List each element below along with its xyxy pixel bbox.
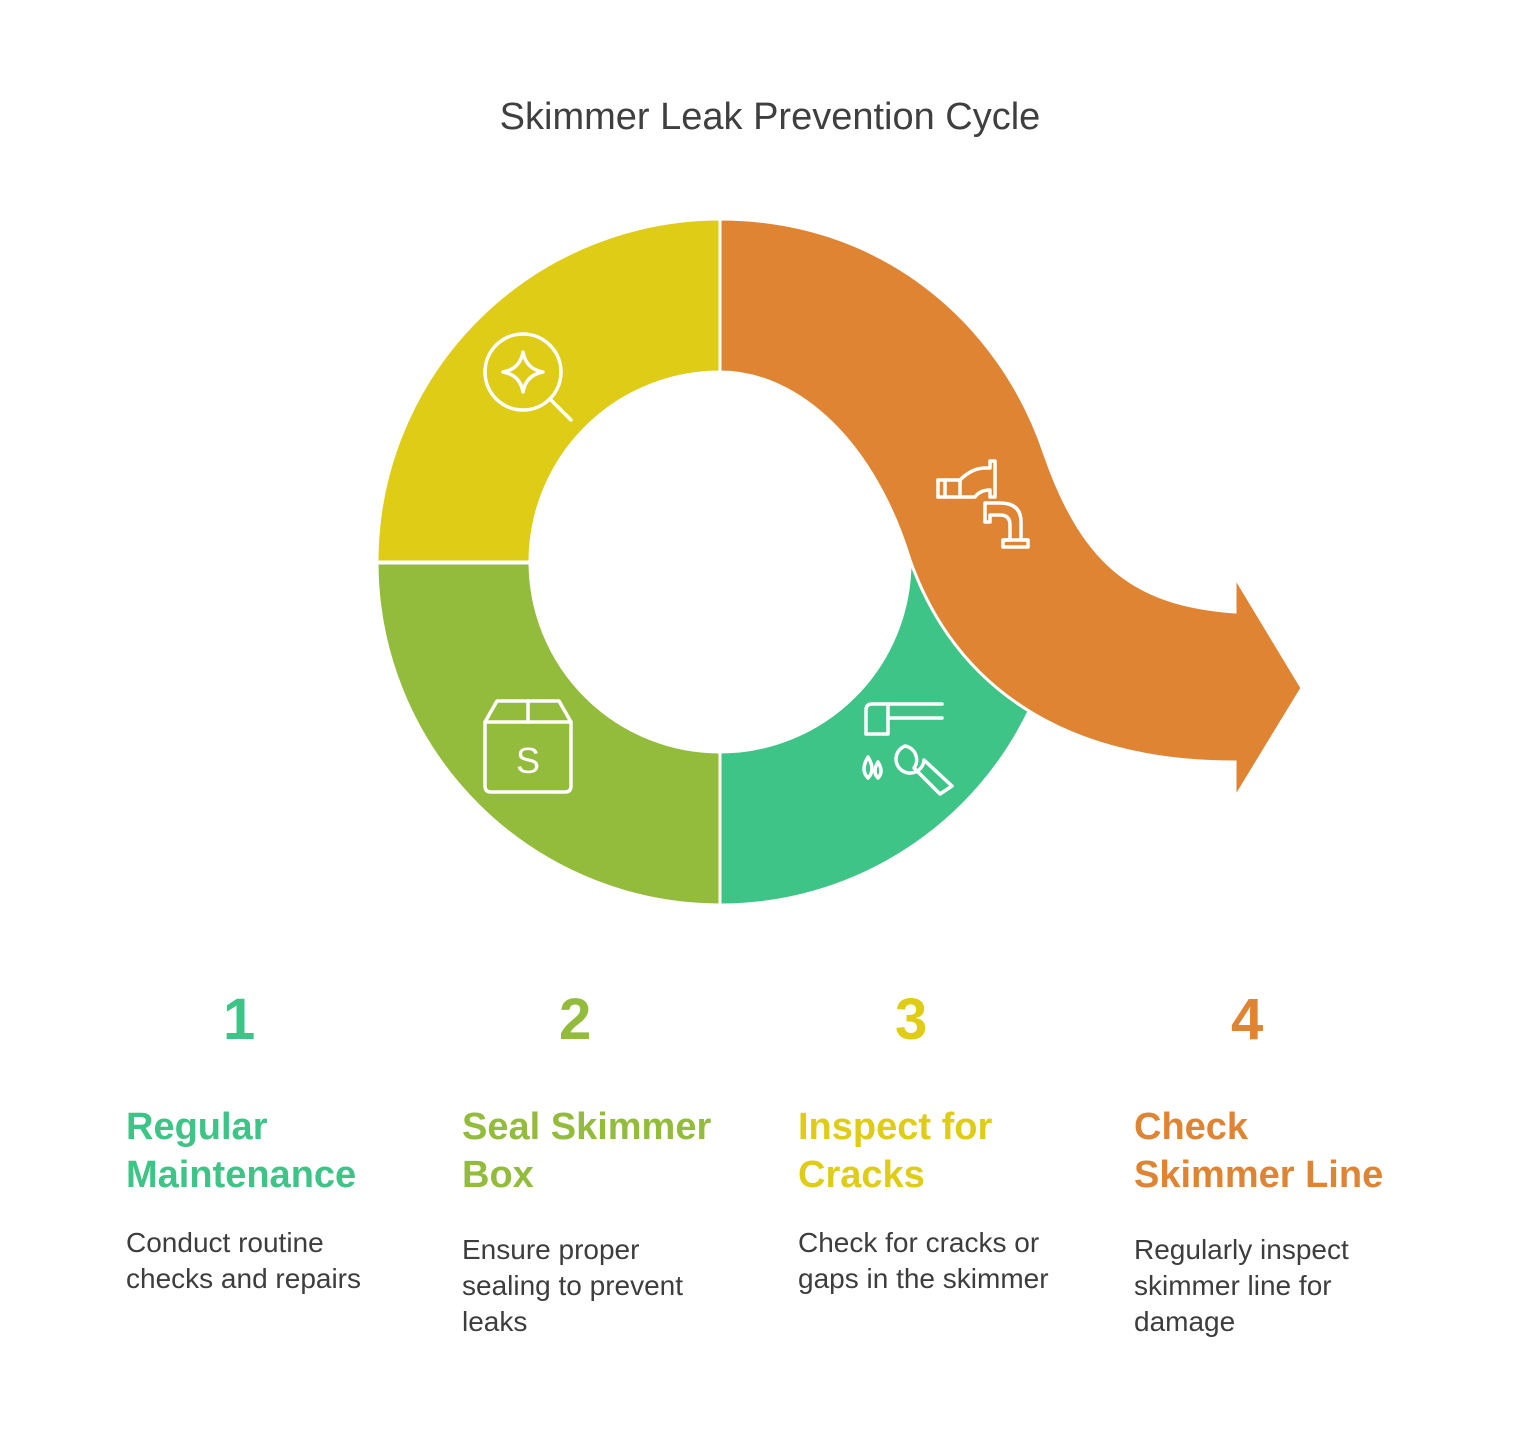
heading-line: Check [1134,1106,1249,1148]
heading-line: Regular [126,1106,268,1148]
desc-line: damage [1134,1306,1236,1337]
desc-line: Conduct routine [126,1227,324,1258]
heading-line: Maintenance [126,1154,357,1196]
step-heading: Regular Maintenance [126,1103,426,1199]
pipe-icon [936,459,1030,549]
heading-line: Cracks [798,1154,925,1196]
faucet-wrench-icon [862,702,954,796]
desc-line: leaks [462,1306,528,1337]
step-description: Check for cracks or gaps in the skimmer [798,1225,1098,1297]
step-description: Ensure proper sealing to prevent leaks [462,1232,762,1340]
page-title: Skimmer Leak Prevention Cycle [499,96,1041,138]
segment-check-skimmer-line [718,217,1304,804]
heading-line: Inspect for [798,1106,993,1148]
desc-line: Ensure proper [462,1234,640,1265]
step-description: Conduct routine checks and repairs [126,1225,426,1297]
desc-line: skimmer line for [1134,1270,1332,1301]
step-number: 1 [223,987,256,1052]
step-description: Regularly inspect skimmer line for damag… [1134,1232,1434,1340]
desc-line: Regularly inspect [1134,1234,1349,1265]
desc-line: sealing to prevent [462,1270,684,1301]
box-icon-letter: S [516,740,540,781]
desc-line: Check for cracks or [798,1227,1040,1258]
step-number: 2 [559,987,592,1052]
step-number: 3 [895,987,928,1052]
step-number: 4 [1231,987,1264,1052]
step-heading: Check Skimmer Line [1134,1103,1434,1199]
box-icon [483,699,573,794]
step-heading: Seal Skimmer Box [462,1103,762,1199]
segment-inspect-for-cracks [375,217,722,564]
segment-seal-skimmer-box [375,561,722,907]
heading-line: Skimmer Line [1134,1154,1384,1196]
magnifier-sparkle-icon [483,332,573,422]
heading-line: Seal Skimmer [462,1106,712,1148]
heading-line: Box [462,1154,534,1196]
desc-line: gaps in the skimmer [798,1263,1049,1294]
desc-line: checks and repairs [126,1263,362,1294]
step-heading: Inspect for Cracks [798,1103,1098,1199]
